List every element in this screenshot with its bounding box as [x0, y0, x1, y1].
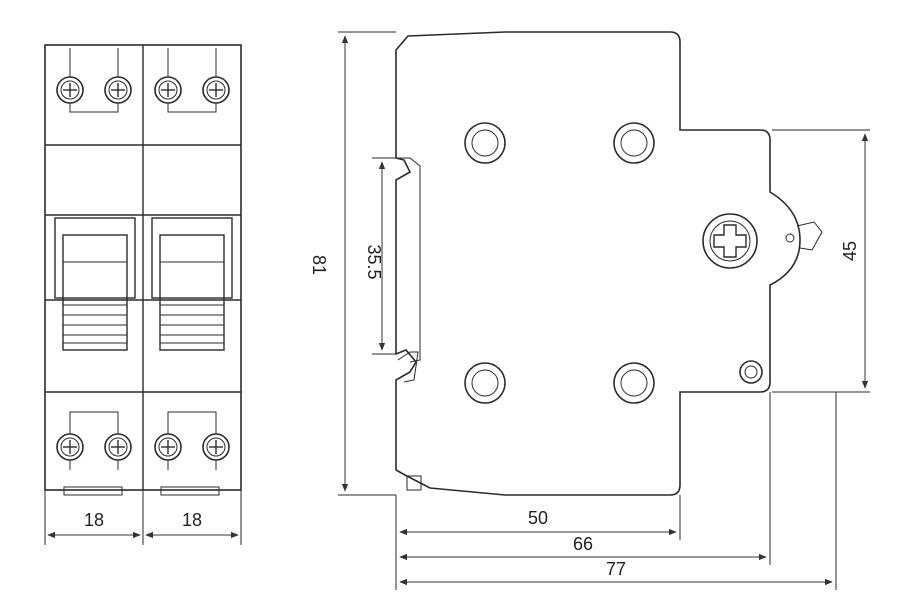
mounting-hole-icon — [613, 362, 655, 404]
dim-label-rail-height: 35.5 — [364, 244, 384, 279]
mounting-hole-icon — [464, 122, 506, 164]
side-toggle-icon — [785, 221, 823, 251]
terminal-screw-icon — [56, 433, 84, 461]
terminal-screw-icon — [104, 433, 132, 461]
terminal-screw-icon — [202, 433, 230, 461]
cross-screw-icon — [702, 213, 758, 269]
dim-label-depth-50: 50 — [528, 508, 548, 528]
dim-label-depth-77: 77 — [606, 559, 626, 579]
terminal-screw-icon — [104, 76, 132, 104]
terminal-screw-icon — [56, 76, 84, 104]
terminal-screw-icon — [202, 76, 230, 104]
toggle-lever-icon — [151, 217, 233, 351]
dim-label-toggle-height: 45 — [840, 241, 860, 261]
dim-label-width-right: 18 — [182, 510, 202, 530]
small-screw-icon — [739, 360, 763, 384]
terminal-screw-icon — [154, 76, 182, 104]
terminal-screw-icon — [154, 433, 182, 461]
front-view: 18 18 — [44, 44, 242, 545]
dim-label-depth-66: 66 — [573, 534, 593, 554]
side-view: 81 35.5 45 50 66 77 — [309, 31, 870, 590]
dim-label-width-left: 18 — [84, 510, 104, 530]
mounting-hole-icon — [613, 122, 655, 164]
dim-label-height-total: 81 — [309, 255, 329, 275]
mounting-hole-icon — [464, 362, 506, 404]
toggle-lever-icon — [54, 217, 136, 351]
